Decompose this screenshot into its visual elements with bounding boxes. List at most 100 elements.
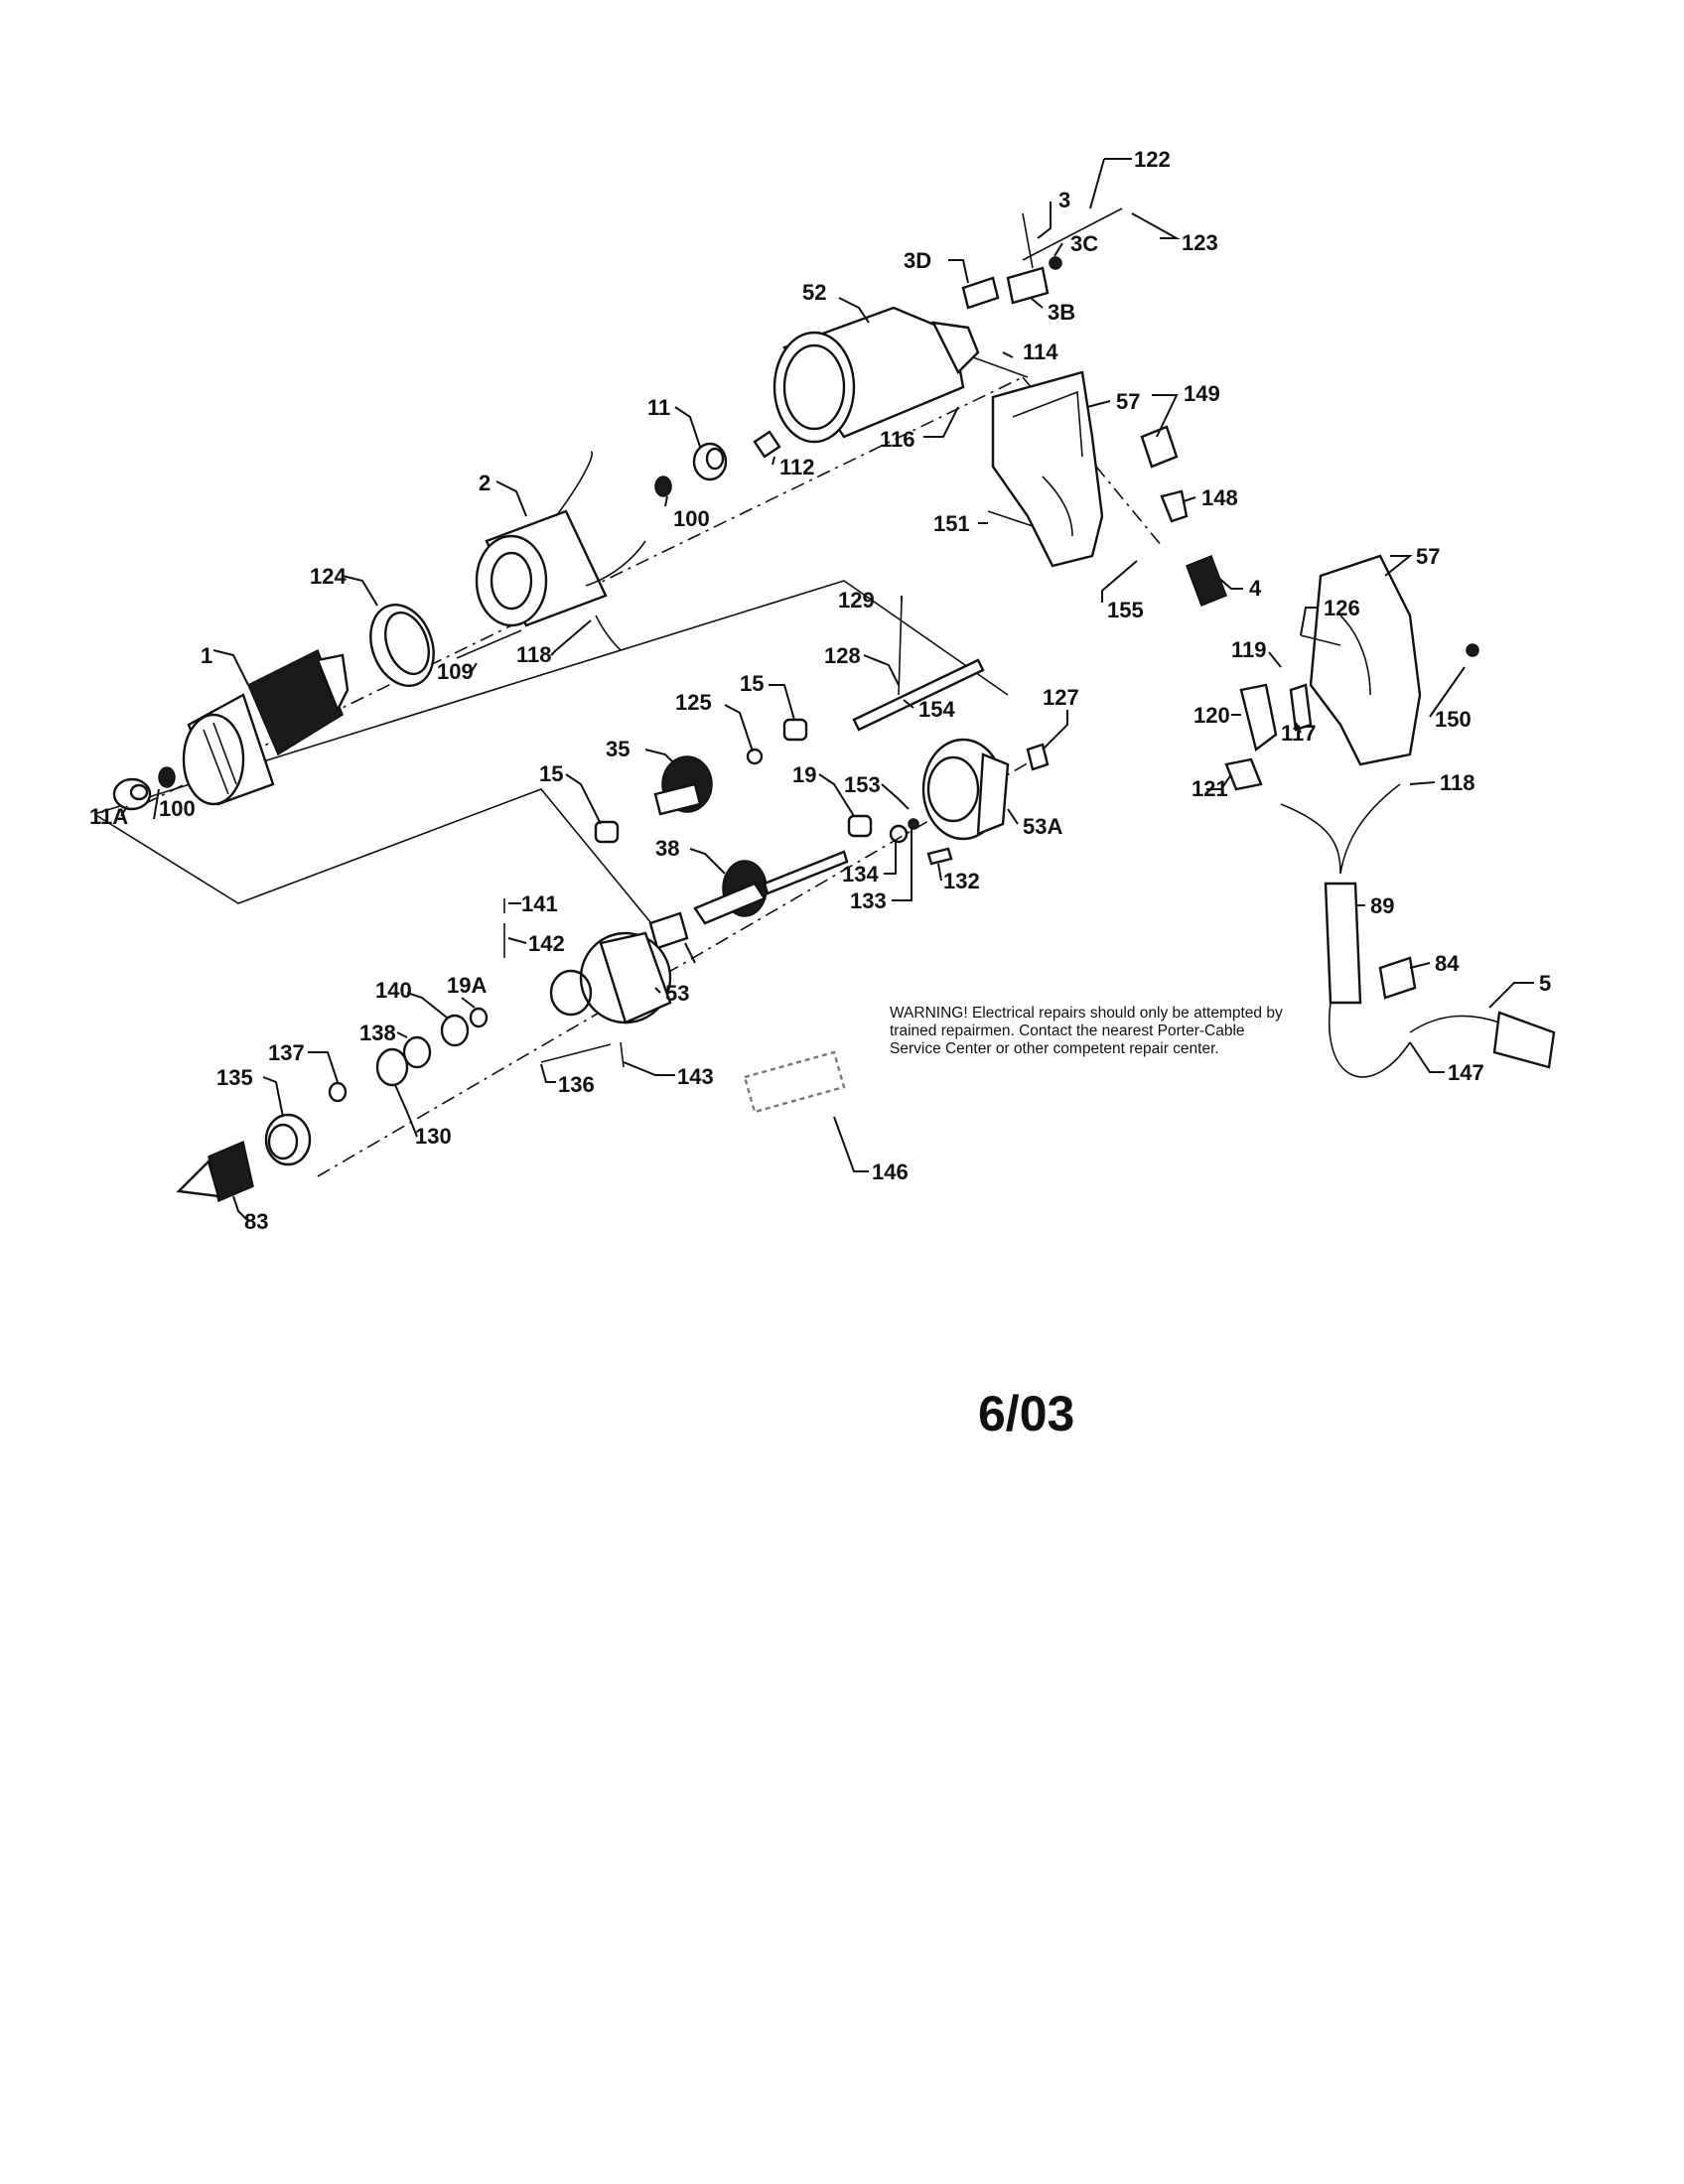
part-label: 125	[675, 690, 712, 715]
part-number-labels: 122 3 123 3D 3C 3B 52 114 57 149 11 112 …	[89, 147, 1551, 1234]
part-label: 119	[1231, 637, 1267, 662]
bearing-11a-part	[112, 777, 152, 811]
gear-assembly-bracket	[93, 580, 1009, 929]
leader-lines	[120, 158, 1534, 1222]
bearing-15-lower-part	[594, 820, 620, 844]
nut-150-part	[1466, 643, 1479, 657]
part-label: 114	[1023, 340, 1058, 364]
screw-151-part	[987, 510, 1034, 527]
pin-129-part	[898, 600, 903, 696]
part-label: 147	[1448, 1060, 1484, 1085]
screw-114-part	[972, 356, 1029, 378]
part-label: 52	[802, 280, 826, 305]
part-label: 149	[1184, 381, 1220, 406]
center-axis-gearcase	[317, 753, 1044, 1177]
cord-protector-84-part	[1378, 956, 1417, 1000]
part-label: 124	[310, 564, 347, 589]
part-label: 153	[844, 772, 881, 797]
part-label: 19	[792, 762, 816, 787]
part-label: 83	[244, 1209, 268, 1234]
part-label: 151	[933, 511, 970, 536]
part-label: 11	[647, 395, 670, 420]
pin-132-part	[926, 847, 953, 866]
part-label: 109	[437, 659, 474, 684]
part-label: 118	[516, 642, 552, 667]
part-label: 38	[655, 836, 679, 861]
part-label: 35	[606, 737, 630, 761]
part-label: 3B	[1048, 300, 1075, 325]
part-label: 154	[918, 697, 955, 722]
gear-35-part	[653, 755, 713, 816]
plug-5-part	[1409, 1011, 1556, 1069]
seal-140-part	[440, 1014, 470, 1047]
strain-relief-149-part	[1140, 425, 1179, 469]
ring-130-part	[375, 1047, 409, 1087]
center-axis-motor	[143, 376, 1024, 805]
part-label: 11A	[89, 804, 128, 829]
switch-screw-3-part	[1022, 212, 1034, 269]
part-label: 126	[1324, 596, 1360, 620]
armature-1-part	[182, 648, 350, 806]
switch-plate-3b-part	[1006, 266, 1050, 305]
part-label: 53A	[1023, 814, 1062, 839]
part-label: 135	[216, 1065, 253, 1090]
part-label: 123	[1182, 230, 1218, 255]
collar-135-part	[264, 1113, 312, 1166]
part-label: 116	[880, 427, 915, 452]
spacer-127-part	[1026, 743, 1050, 771]
part-label: 150	[1435, 707, 1472, 732]
part-label: 53	[665, 981, 689, 1006]
gear-case-53-part	[549, 931, 672, 1024]
part-label: 127	[1043, 685, 1079, 710]
part-label: 117	[1281, 721, 1317, 746]
handle-57-part	[1309, 554, 1422, 766]
part-label: 133	[850, 888, 887, 913]
screw-136-part	[540, 1043, 612, 1063]
bearing-138-part	[402, 1035, 432, 1069]
gear-case-53a-part	[921, 738, 1010, 841]
washer-100-part	[158, 766, 176, 788]
part-label: 148	[1201, 485, 1238, 510]
part-label: 89	[1370, 893, 1394, 918]
bearing-19a-part	[469, 1007, 489, 1028]
screw-143-part	[620, 1041, 625, 1068]
clamp-148-part	[1160, 489, 1189, 523]
baffle-ring-124-part	[369, 604, 435, 687]
part-label: 84	[1435, 951, 1460, 976]
ring-133-part	[908, 818, 919, 830]
part-label: 3C	[1070, 231, 1098, 256]
date-code: 6/03	[978, 1386, 1075, 1441]
part-label: 143	[677, 1064, 714, 1089]
chuck-83-part	[176, 1140, 254, 1203]
part-label: 138	[359, 1021, 396, 1045]
part-label: 122	[1134, 147, 1171, 172]
switch-nut-3c-part	[1049, 256, 1062, 270]
washer-100-upper-part	[654, 476, 672, 497]
part-label: 129	[838, 588, 875, 613]
switch-4-part	[1186, 555, 1227, 607]
part-label: 3D	[904, 248, 931, 273]
switch-bracket-3d-part	[961, 276, 1000, 310]
part-label: 121	[1192, 776, 1228, 801]
spring-158-part	[648, 911, 689, 950]
part-label: 5	[1539, 971, 1551, 996]
part-label: 100	[673, 506, 710, 531]
part-label: 120	[1193, 703, 1230, 728]
bearing-19-part	[847, 814, 873, 838]
part-label: 15	[539, 761, 563, 786]
part-label: 4	[1249, 576, 1262, 601]
handle-146-part	[743, 1050, 846, 1114]
lock-117-part	[1289, 683, 1313, 732]
part-label: 57	[1416, 544, 1440, 569]
part-label: 134	[842, 862, 879, 887]
screw-126-part	[1300, 634, 1341, 646]
cord-set-89-part	[1280, 783, 1411, 1078]
part-label: 146	[872, 1160, 909, 1184]
part-label: 130	[415, 1124, 452, 1149]
retainer-112-part	[753, 430, 781, 459]
part-label: 100	[159, 796, 196, 821]
handle-half-57-part	[991, 370, 1104, 568]
part-label: 1	[201, 643, 212, 668]
part-label: 155	[1107, 598, 1144, 622]
